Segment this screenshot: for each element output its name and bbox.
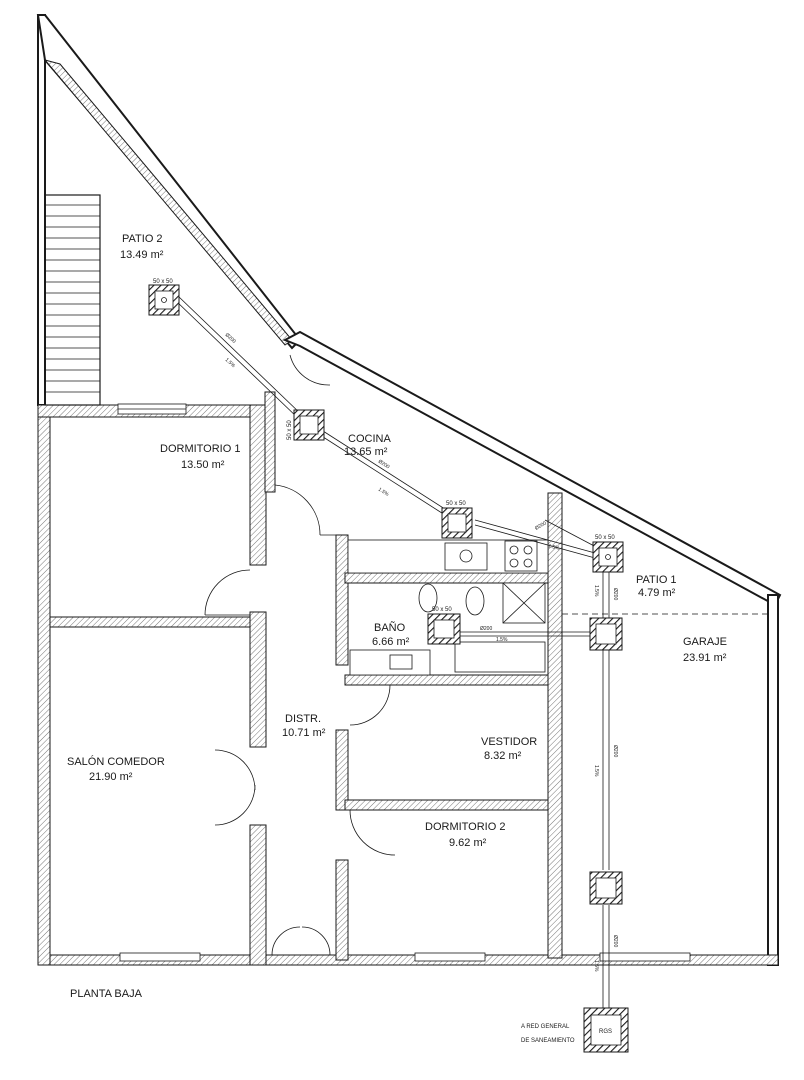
room-area-bano: 6.66 m² <box>372 636 410 648</box>
pipe-slope-1: 1.5% <box>224 357 237 369</box>
outer-walls <box>36 14 782 966</box>
room-name-patio2: PATIO 2 <box>122 233 163 245</box>
box-size-cocina: 50 x 50 <box>446 501 466 507</box>
room-area-dormitorio1: 13.50 m² <box>181 459 225 471</box>
box-size-bano: 50 x 50 <box>432 607 452 613</box>
pipe-diam-4: Ø200 <box>480 626 492 632</box>
room-name-dormitorio1: DORMITORIO 1 <box>160 443 240 455</box>
plan-title: PLANTA BAJA <box>70 988 143 1000</box>
pipe-diam-1: Ø200 <box>224 332 237 345</box>
pipe-slope-5: 1.5% <box>593 585 599 597</box>
pipe-slope-2: 1.5% <box>377 487 390 499</box>
box-size-patio1: 50 x 50 <box>595 535 615 541</box>
bathroom-fixtures <box>349 582 546 676</box>
room-name-salon: SALÓN COMEDOR <box>67 755 165 768</box>
room-area-dormitorio2: 9.62 m² <box>449 837 487 849</box>
pipe-slope-4: 1.5% <box>496 637 508 643</box>
room-name-cocina: COCINA <box>348 433 391 445</box>
box-size-patio2: 50 x 50 <box>153 279 173 285</box>
pipe-diam-5: Ø200 <box>612 588 618 600</box>
room-name-vestidor: VESTIDOR <box>481 736 537 748</box>
pipe-diam-7: Ø200 <box>612 935 618 947</box>
room-area-distr: 10.71 m² <box>282 727 326 739</box>
pipe-diam-6: Ø200 <box>612 745 618 757</box>
doors <box>204 354 396 956</box>
drainage-annotations: 50 x 50 50 x 50 50 x 50 50 x 50 50 x 50 … <box>153 279 618 1044</box>
pipe-slope-7: 1.5% <box>593 960 599 972</box>
room-area-vestidor: 8.32 m² <box>484 750 522 762</box>
room-name-bano: BAÑO <box>374 621 406 634</box>
sewer-note-line2: DE SANEAMIENTO <box>521 1038 575 1044</box>
window-dormitorio-1 <box>117 403 187 415</box>
room-labels: PATIO 2 13.49 m² DORMITORIO 1 13.50 m² C… <box>67 233 727 1000</box>
room-area-patio1: 4.79 m² <box>638 587 676 599</box>
drainage-boxes <box>148 284 629 1053</box>
room-name-patio1: PATIO 1 <box>636 574 677 586</box>
room-area-patio2: 13.49 m² <box>120 249 164 261</box>
room-area-cocina: 13.65 m² <box>344 446 388 458</box>
windows-bottom <box>119 952 691 962</box>
box-size-distr: 50 x 50 <box>287 420 293 440</box>
room-name-dormitorio2: DORMITORIO 2 <box>425 821 505 833</box>
pipe-diam-3: Ø200 <box>534 520 548 531</box>
room-area-garaje: 23.91 m² <box>683 652 727 664</box>
room-name-garaje: GARAJE <box>683 636 727 648</box>
pipe-slope-3: 1.5% <box>547 543 560 552</box>
room-area-salon: 21.90 m² <box>89 771 133 783</box>
pipe-diam-2: Ø200 <box>377 459 391 471</box>
interior-walls <box>49 391 768 966</box>
kitchen-counter <box>347 539 549 574</box>
rgs-label: RGS <box>599 1029 612 1035</box>
drainage-pipes <box>174 295 610 1010</box>
room-name-distr: DISTR. <box>285 713 321 725</box>
stairs <box>44 194 101 406</box>
pipe-slope-6: 1.5% <box>593 765 599 777</box>
sewer-note-line1: A RED GENERAL <box>521 1024 570 1030</box>
